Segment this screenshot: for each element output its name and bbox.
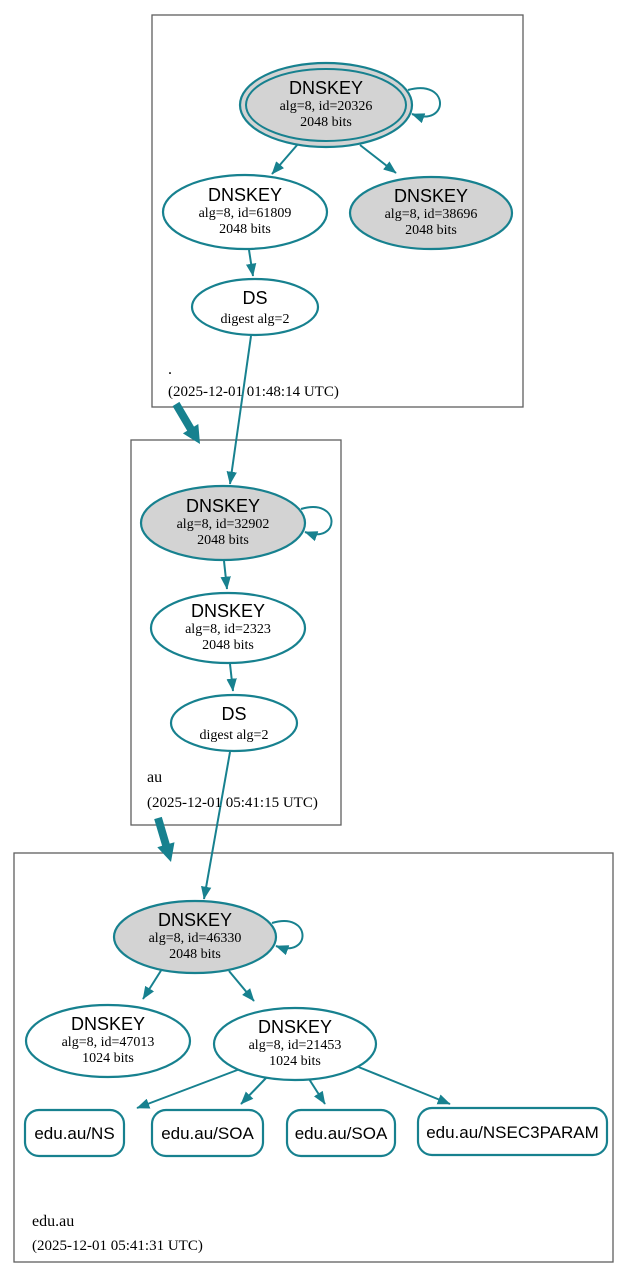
zone-timestamp-root: (2025-12-01 01:48:14 UTC) [168,384,339,400]
dnskey-title: DNSKEY [71,1014,145,1034]
dnskey-alg-id: alg=8, id=20326 [280,99,373,114]
dnskey-alg-id: alg=8, id=61809 [199,206,292,221]
edge-edu-zsk2-to-soa1 [240,1076,268,1105]
dnskey-node-au-ksk[interactable]: DNSKEY alg=8, id=32902 2048 bits [139,484,307,562]
rrset-node-soa-2[interactable]: edu.au/SOA [285,1108,397,1158]
dnskey-bits: 2048 bits [197,533,249,548]
dnskey-title: DNSKEY [186,496,260,516]
dnskey-ellipse[interactable] [212,1006,378,1082]
dnskey-alg-id: alg=8, id=21453 [249,1038,342,1053]
ds-ellipse[interactable] [190,277,320,337]
zone-timestamp-au: (2025-12-01 05:41:15 UTC) [147,795,318,811]
self-loop-root-ksk [407,87,441,124]
edge-au-ds-to-edu-ksk [201,751,231,900]
dnskey-title: DNSKEY [158,910,232,930]
rrset-label: edu.au/NS [34,1124,114,1143]
zone-box-root [151,14,524,408]
dnskey-bits: 1024 bits [269,1054,321,1069]
dnskey-node-au-zsk[interactable]: DNSKEY alg=8, id=2323 2048 bits [149,591,307,665]
rrset-label: edu.au/SOA [161,1124,254,1143]
dnskey-bits: 1024 bits [82,1051,134,1066]
edge-root-ksk-to-key3 [359,144,397,174]
dnskey-alg-id: alg=8, id=38696 [385,207,478,222]
dnskey-title: DNSKEY [191,601,265,621]
rrset-rect[interactable] [23,1108,126,1158]
ds-digest: digest alg=2 [221,312,290,327]
edge-edu-zsk2-to-soa2 [308,1078,326,1105]
dnskey-alg-id: alg=8, id=46330 [149,931,242,946]
delegation-arrow-au-to-edu-au [154,816,175,862]
dnskey-ellipse[interactable] [149,591,307,665]
self-loop-edu-ksk [271,920,304,956]
dnskey-ellipse[interactable] [112,899,278,975]
dnskey-node-root-zsk[interactable]: DNSKEY alg=8, id=61809 2048 bits [161,173,329,251]
rrset-node-ns[interactable]: edu.au/NS [23,1108,126,1158]
delegation-arrow-root-to-au [172,401,200,444]
dnskey-node-root-key3[interactable]: DNSKEY alg=8, id=38696 2048 bits [348,175,514,251]
ds-node-root[interactable]: DS digest alg=2 [190,277,320,337]
dnskey-ellipse[interactable] [24,1003,192,1079]
dnskey-alg-id: alg=8, id=2323 [185,622,271,637]
edge-root-ksk-to-zsk [271,143,299,175]
zone-box-edu-au [13,852,614,1263]
rrset-node-nsec3param[interactable]: edu.au/NSEC3PARAM [416,1106,609,1157]
ds-title: DS [242,288,267,308]
dnskey-node-edu-ksk[interactable]: DNSKEY alg=8, id=46330 2048 bits [112,899,278,975]
dnskey-bits: 2048 bits [300,115,352,130]
dnskey-ellipse[interactable] [139,484,307,562]
edge-root-ds-to-au-ksk [226,335,252,485]
dnskey-title: DNSKEY [208,185,282,205]
rrset-rect[interactable] [416,1106,609,1157]
ds-node-au[interactable]: DS digest alg=2 [169,693,299,753]
zone-timestamp-edu-au: (2025-12-01 05:41:31 UTC) [32,1238,203,1254]
dnskey-title: DNSKEY [258,1017,332,1037]
dnskey-alg-id: alg=8, id=47013 [62,1035,155,1050]
dnskey-title: DNSKEY [289,78,363,98]
dnskey-bits: 2048 bits [405,223,457,238]
dnskey-node-root-ksk[interactable]: DNSKEY alg=8, id=20326 2048 bits [238,61,414,149]
zone-name-edu-au: edu.au [32,1213,74,1230]
ds-digest: digest alg=2 [200,728,269,743]
rrset-rect[interactable] [150,1108,265,1158]
edge-edu-zsk2-to-ns [136,1068,241,1109]
rrset-rect[interactable] [285,1108,397,1158]
self-loop-au-ksk [300,506,333,542]
dnskey-title: DNSKEY [394,186,468,206]
dnskey-bits: 2048 bits [219,222,271,237]
dnskey-bits: 2048 bits [202,638,254,653]
dnskey-ellipse[interactable] [238,61,414,149]
ds-title: DS [221,704,246,724]
dnskey-node-edu-zsk1[interactable]: DNSKEY alg=8, id=47013 1024 bits [24,1003,192,1079]
edge-edu-ksk-to-zsk2 [228,970,255,1002]
zone-name-au: au [147,769,162,786]
edge-edu-zsk2-to-nsec3param [355,1065,451,1105]
edge-root-zsk-to-ds [245,249,257,277]
zone-name-root: . [168,361,172,378]
edge-edu-ksk-to-zsk1 [142,968,163,1000]
edge-au-ksk-to-zsk [220,560,231,590]
dnskey-node-edu-zsk2[interactable]: DNSKEY alg=8, id=21453 1024 bits [212,1006,378,1082]
dnskey-ellipse[interactable] [348,175,514,251]
dnskey-bits: 2048 bits [169,947,221,962]
edge-au-zsk-to-ds [226,663,237,692]
ds-ellipse[interactable] [169,693,299,753]
dnskey-ellipse[interactable] [161,173,329,251]
rrset-label: edu.au/SOA [295,1124,388,1143]
dnskey-alg-id: alg=8, id=32902 [177,517,270,532]
rrset-node-soa-1[interactable]: edu.au/SOA [150,1108,265,1158]
dnskey-trust-anchor-ring [245,68,407,142]
rrset-label: edu.au/NSEC3PARAM [426,1123,599,1142]
